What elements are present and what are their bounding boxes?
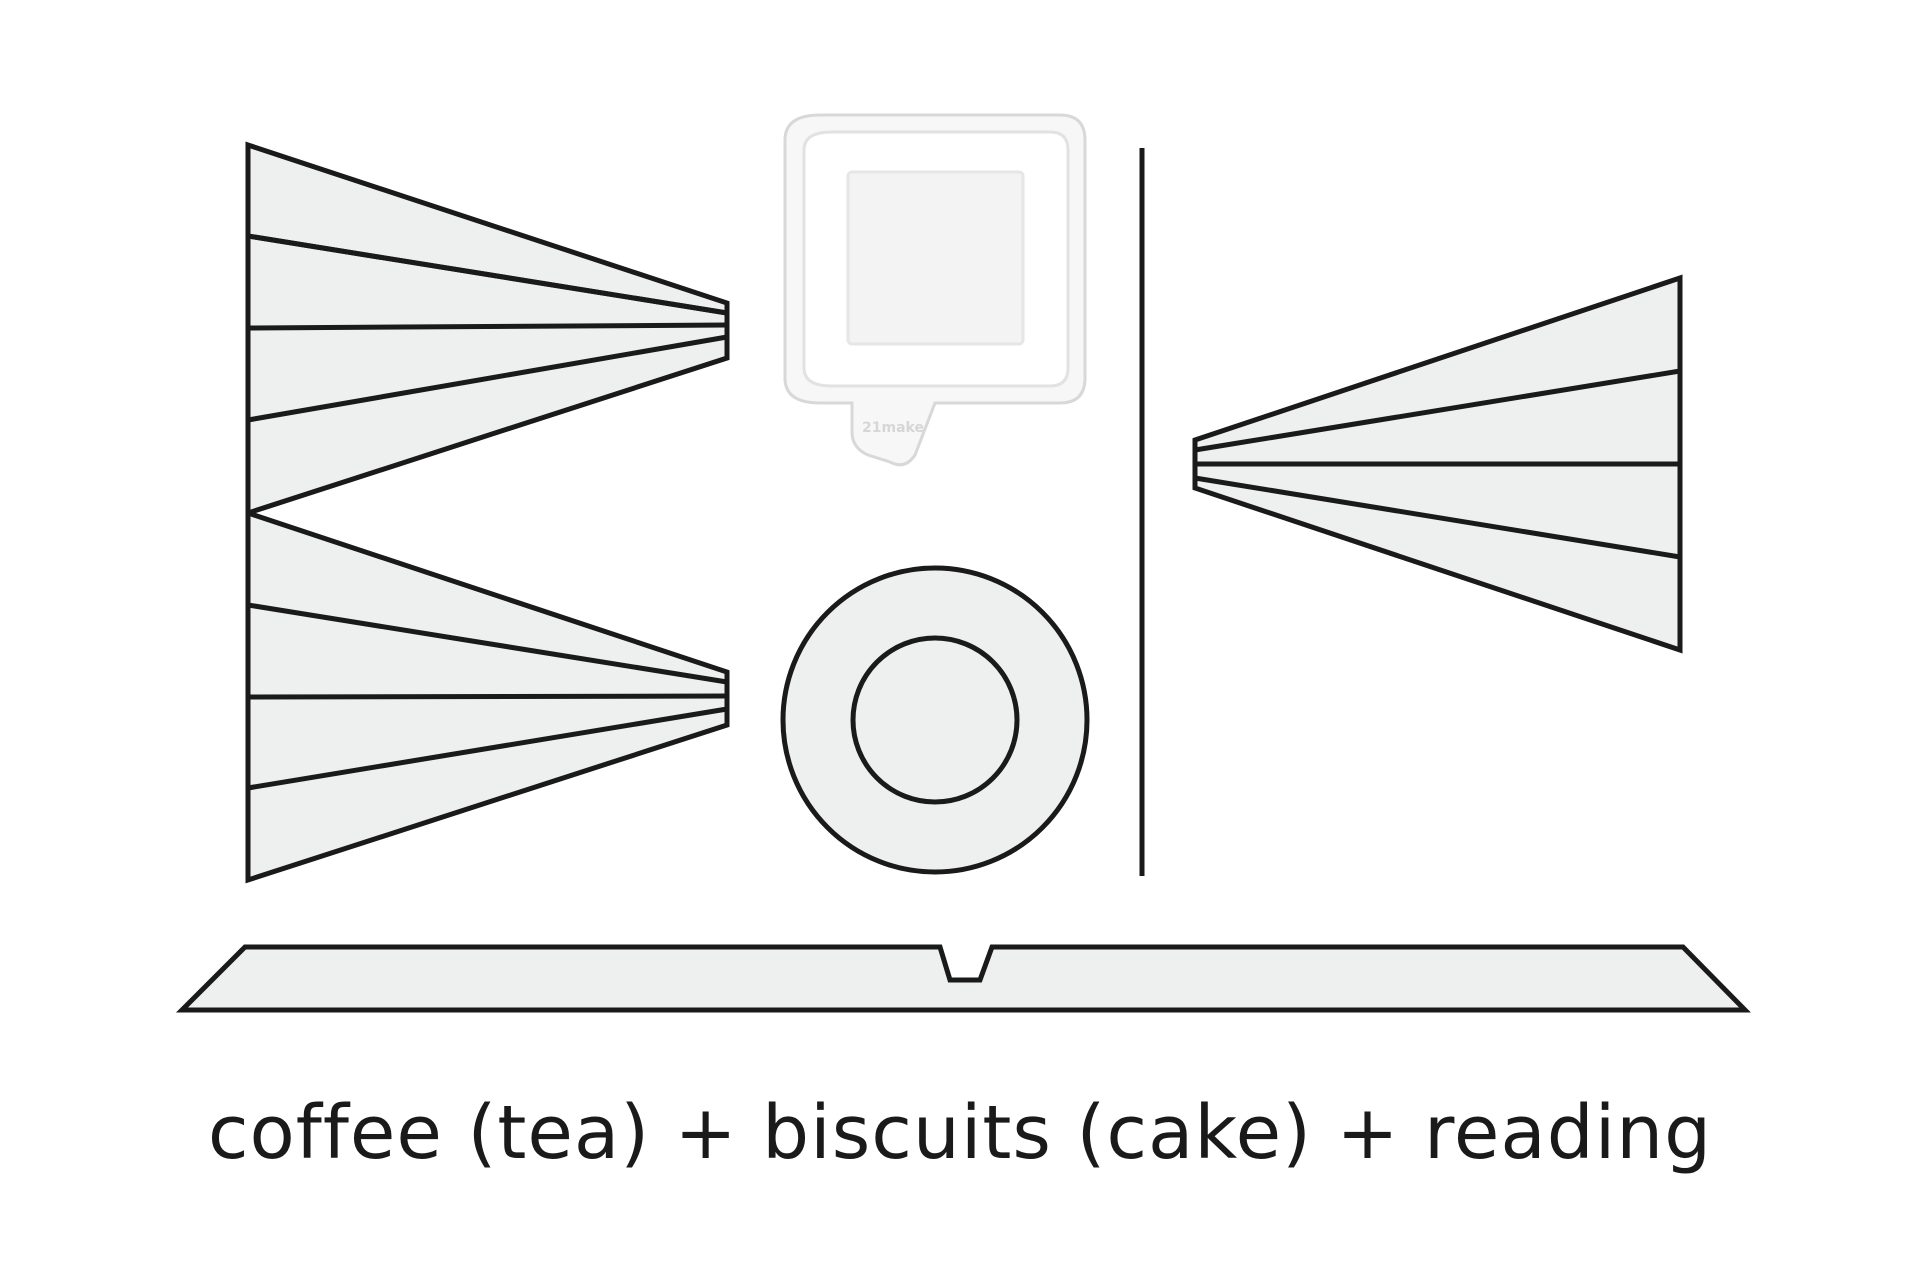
- product-mark: 21make: [862, 420, 924, 436]
- paper-tray: 21make: [783, 113, 1087, 467]
- fan-upper-left: [245, 141, 730, 517]
- book-base: [175, 944, 1751, 1013]
- caption-text: coffee (tea) + biscuits (cake) + reading: [207, 1090, 1713, 1176]
- fan-right: [1192, 274, 1683, 654]
- round-plate: [780, 565, 1090, 875]
- fan-lower-left: [245, 509, 730, 884]
